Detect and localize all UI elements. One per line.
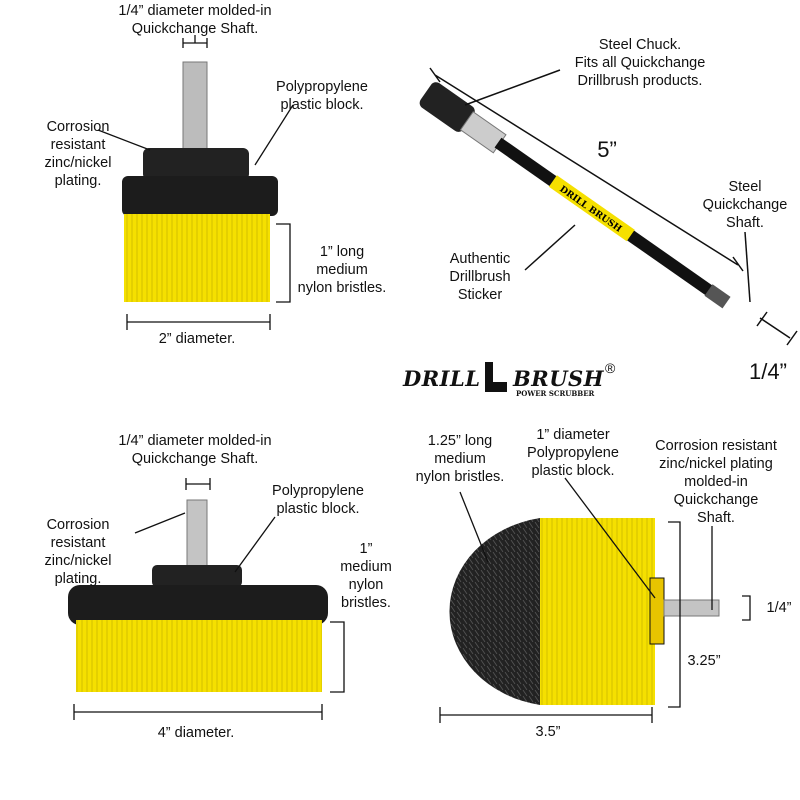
brush-2in-diameter-label: 2” diameter. xyxy=(158,331,236,347)
label-line: bristles. xyxy=(341,595,391,611)
label-line: Quickchange Shaft. xyxy=(131,21,259,37)
logo-text: DRILL xyxy=(403,366,481,391)
drillbrush-logo: DRILL BRUSH POWER SCRUBBER ® xyxy=(403,360,623,400)
label-line: Quickchange Shaft. xyxy=(131,451,259,467)
label-line: Quickchange xyxy=(673,492,759,508)
label-line: nylon bristles. xyxy=(297,280,387,296)
brush-4in-diameter-label: 4” diameter. xyxy=(157,725,235,741)
label-line: Corrosion resistant xyxy=(655,438,777,454)
label-line: resistant xyxy=(50,137,106,153)
label-line: zinc/nickel plating xyxy=(659,456,773,472)
registered-mark: ® xyxy=(605,360,616,376)
brush-4in-bristle-label: 1” medium nylon bristles. xyxy=(340,540,392,612)
label-line: resistant xyxy=(50,535,106,551)
label-line: Drillbrush products. xyxy=(577,73,703,89)
label-line: Polypropylene xyxy=(272,483,364,499)
brush-2in-drawing xyxy=(97,35,294,330)
round-plating-label: Corrosion resistant zinc/nickel plating mo… xyxy=(655,437,777,527)
brush-2in-plating-label: Corrosion resistant zinc/nickel plating. xyxy=(45,118,112,190)
label-line: zinc/nickel xyxy=(44,155,112,171)
label-line: medium xyxy=(316,262,368,278)
label-line: medium xyxy=(434,451,486,467)
label-line: 1” diameter xyxy=(536,427,610,443)
brush-2in-block-label: Polypropylene plastic block. xyxy=(276,78,368,114)
logo-tagline: POWER SCRUBBER xyxy=(516,389,595,398)
label-line: Sticker xyxy=(457,287,503,303)
label-line: 1” xyxy=(359,541,373,557)
label-line: Polypropylene xyxy=(527,445,619,461)
label-line: medium xyxy=(340,559,392,575)
round-shaft-dim-label: 1/4” xyxy=(766,600,792,616)
round-bristle-label: 1.25” long medium nylon bristles. xyxy=(416,432,505,486)
logo-text: BRUSH xyxy=(513,366,605,391)
label-line: Shaft. xyxy=(697,510,735,526)
brush-4in-plating-label: Corrosion resistant zinc/nickel plating. xyxy=(45,516,112,588)
label-line: Corrosion xyxy=(46,517,110,533)
label-line: nylon xyxy=(348,577,384,593)
hex-size-label: 1/4” xyxy=(749,359,787,384)
brush-4in-drawing xyxy=(68,478,345,720)
label-line: molded-in xyxy=(684,474,748,490)
label-line: plastic block. xyxy=(531,463,615,479)
label-line: Quickchange xyxy=(702,197,788,213)
label-line: Polypropylene xyxy=(276,79,368,95)
extension-drawing: DRILL BRUSH xyxy=(419,67,798,346)
label-line: 1.25” long xyxy=(427,433,493,449)
label-line: Steel Chuck. xyxy=(598,37,682,53)
round-width-label: 3.5” xyxy=(535,724,561,740)
label-line: 1/4” diameter molded-in xyxy=(118,3,272,19)
round-height-label: 3.25” xyxy=(687,653,721,669)
label-line: Drillbrush xyxy=(449,269,511,285)
label-line: plating. xyxy=(54,173,102,189)
brush-2in-bristle-label: 1” long medium nylon bristles. xyxy=(298,243,387,297)
length-label: 5” xyxy=(597,137,617,162)
label-line: Corrosion xyxy=(46,119,110,135)
label-line: plastic block. xyxy=(280,97,364,113)
brush-4in-block-label: Polypropylene plastic block. xyxy=(272,482,364,518)
label-line: nylon bristles. xyxy=(415,469,505,485)
label-line: Shaft. xyxy=(726,215,764,231)
label-line: plastic block. xyxy=(276,501,360,517)
label-line: Authentic xyxy=(449,251,511,267)
label-line: Steel xyxy=(728,179,762,195)
label-line: zinc/nickel xyxy=(44,553,112,569)
label-line: plating. xyxy=(54,571,102,587)
sticker-text: DRILL BRUSH xyxy=(557,185,623,235)
label-line: Fits all Quickchange xyxy=(574,55,706,71)
label-line: 1/4” diameter molded-in xyxy=(118,433,272,449)
label-line: 1” long xyxy=(319,244,365,260)
round-brush-drawing xyxy=(439,477,751,723)
drill-icon xyxy=(485,362,507,392)
